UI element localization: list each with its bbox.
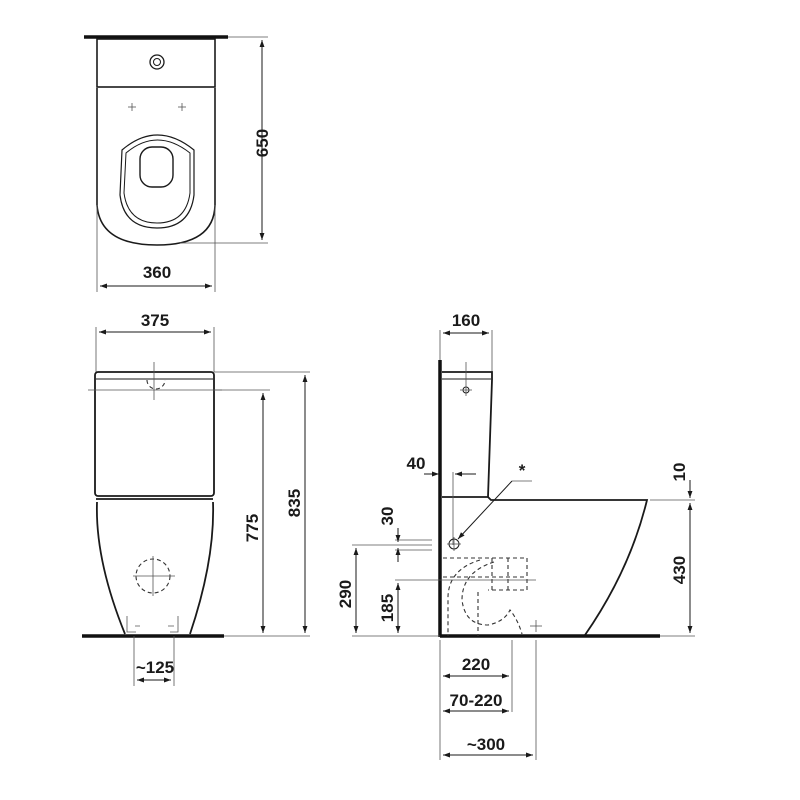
dim-835: 835 <box>285 489 304 517</box>
dim-430: 430 <box>670 556 689 584</box>
bowl-opening <box>139 146 174 188</box>
front-view: 375 775 835 ~125 <box>82 311 310 686</box>
cistern-front <box>94 371 215 497</box>
dim-160: 160 <box>452 311 480 330</box>
dim-70-220: 70-220 <box>450 691 503 710</box>
top-view: 650 360 <box>84 35 272 292</box>
trap-dashed <box>443 557 528 636</box>
dim-300: ~300 <box>467 735 505 754</box>
tank-top <box>96 38 216 88</box>
dim-375: 375 <box>141 311 169 330</box>
dim-220: 220 <box>462 655 490 674</box>
bowl-outline <box>96 88 216 246</box>
floor-bolt-icon <box>126 616 179 633</box>
dim-290: 290 <box>336 580 355 608</box>
seat-outer <box>119 134 195 229</box>
dim-775: 775 <box>243 514 262 542</box>
flush-button-icon <box>149 54 165 70</box>
dim-650: 650 <box>253 129 272 157</box>
dim-30: 30 <box>378 507 397 526</box>
dim-40: 40 <box>407 454 426 473</box>
note-asterisk: * <box>519 461 526 480</box>
cistern-side <box>442 371 493 498</box>
bowl-front <box>95 501 215 635</box>
fixing-hole-icon <box>128 103 186 111</box>
dim-360: 360 <box>143 263 171 282</box>
dim-185: 185 <box>378 594 397 622</box>
dim-10: 10 <box>670 463 689 482</box>
side-view: 160 40 * 10 4 <box>336 311 695 760</box>
dim-125: ~125 <box>136 658 174 677</box>
bowl-side <box>487 496 649 636</box>
